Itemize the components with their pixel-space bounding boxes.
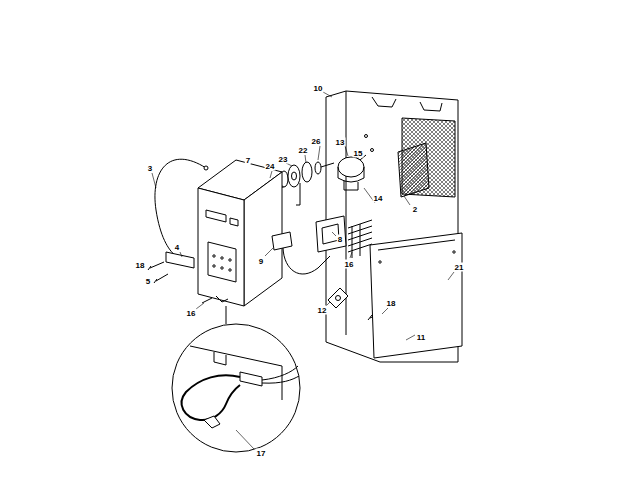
relay-block: [316, 216, 346, 252]
callout-number: 24: [265, 162, 276, 171]
switch-wire: [283, 248, 330, 274]
callout-number: 18: [135, 261, 146, 270]
leader-lines: [152, 92, 454, 449]
round-plate: [328, 288, 348, 308]
callout-number: 16: [186, 309, 197, 318]
callout-number: 26: [311, 137, 322, 146]
cover-panel: [370, 233, 462, 358]
wire-lead: [155, 159, 206, 256]
screw: [148, 262, 164, 270]
callout-number: 2: [412, 205, 418, 214]
callout-number: 23: [278, 155, 289, 164]
control-box: [198, 160, 282, 306]
callout-number: 14: [373, 194, 384, 203]
callout-number: 5: [145, 277, 151, 286]
mesh-plate: [398, 143, 429, 197]
wire-end: [204, 166, 208, 170]
callout-number: 17: [256, 449, 267, 458]
callout-number: 10: [313, 84, 324, 93]
callout-number: 11: [416, 333, 426, 342]
callout-number: 7: [245, 156, 251, 165]
callout-number: 16: [344, 260, 355, 269]
terminal-bracket: [166, 252, 194, 268]
callout-number: 12: [317, 306, 328, 315]
callout-number: 21: [454, 263, 465, 272]
callout-number: 3: [147, 164, 153, 173]
screw: [154, 274, 168, 283]
callout-number: 15: [353, 149, 364, 158]
callout-number: 13: [335, 138, 346, 147]
capacitor: [338, 152, 366, 190]
heater-fins: [348, 220, 372, 258]
callout-number: 8: [337, 235, 343, 244]
callout-number: 4: [174, 243, 180, 252]
callout-number: 18: [386, 299, 397, 308]
detail-magnifier: [172, 324, 300, 452]
switch: [272, 232, 292, 250]
screw: [202, 298, 212, 303]
callout-number: 9: [258, 257, 264, 266]
callout-number: 22: [298, 146, 309, 155]
